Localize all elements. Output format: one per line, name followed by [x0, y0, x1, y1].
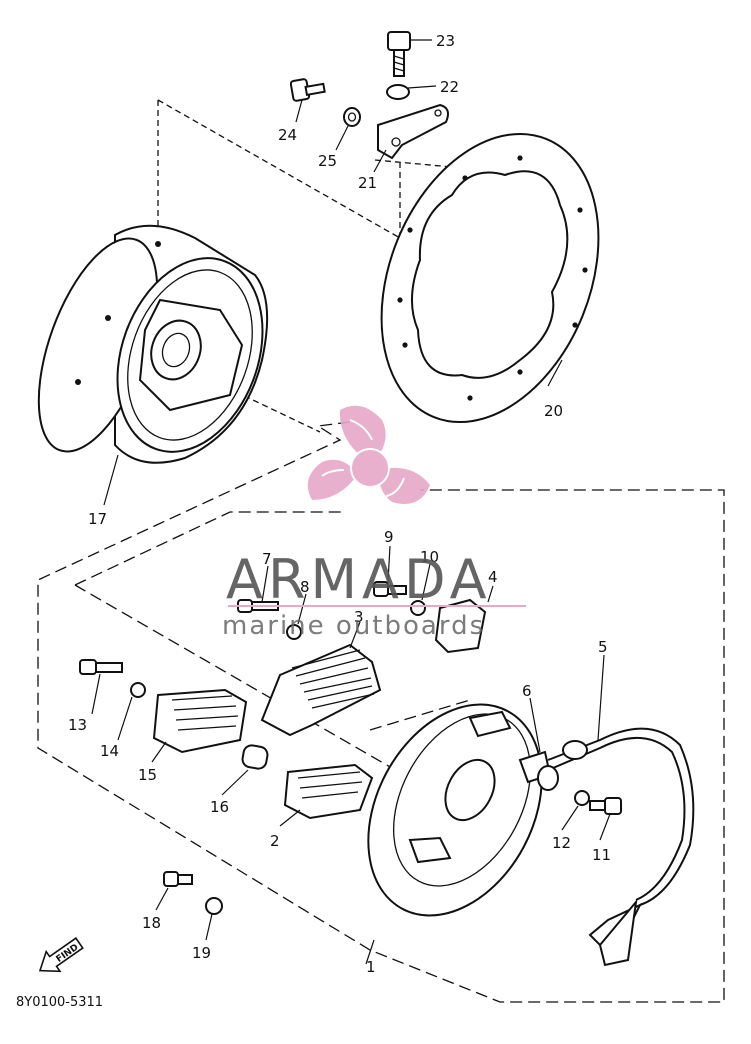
- rotor-ring-part-20: [380, 132, 600, 424]
- bracket-part-21: [377, 103, 449, 160]
- washer-part-12: [574, 790, 590, 806]
- flywheel-part-17: [37, 224, 269, 464]
- leader-lines: [91, 39, 611, 965]
- screw-part-11: [589, 797, 622, 815]
- coil-part-2: [283, 763, 374, 820]
- callout-13: 13: [68, 716, 87, 734]
- callout-16: 16: [210, 798, 229, 816]
- callout-21: 21: [358, 174, 377, 192]
- callout-14: 14: [100, 742, 119, 760]
- callout-17: 17: [88, 510, 107, 528]
- washer-part-19: [205, 897, 223, 915]
- grommet-part-6: [518, 750, 559, 791]
- nut-part-25: [343, 107, 361, 127]
- callout-12: 12: [552, 834, 571, 852]
- group-dashed-inner: [74, 511, 471, 791]
- bolt-part-23: [387, 31, 411, 77]
- wire-harness-part-5: [547, 727, 695, 967]
- washer-part-8: [286, 624, 302, 640]
- find-arrow-icon: FIND: [38, 937, 84, 973]
- callout-23: 23: [436, 32, 455, 50]
- watermark-brand: ARMADA: [226, 548, 492, 611]
- callout-2: 2: [270, 832, 280, 850]
- callout-15: 15: [138, 766, 157, 784]
- callout-22: 22: [440, 78, 459, 96]
- coil-part-15: [152, 688, 248, 754]
- callout-18: 18: [142, 914, 161, 932]
- pulser-part-4: [434, 598, 487, 654]
- callout-25: 25: [318, 152, 337, 170]
- callout-19: 19: [192, 944, 211, 962]
- spacer-part-16: [241, 744, 269, 770]
- washer-part-14: [130, 682, 146, 698]
- watermark-tagline: marine outboards: [222, 611, 485, 641]
- callout-6: 6: [522, 682, 532, 700]
- bolt-part-24: [289, 78, 326, 102]
- callout-24: 24: [278, 126, 297, 144]
- armada-propeller-logo-icon: [307, 405, 430, 504]
- flywheel-guide-lines: [157, 99, 486, 239]
- screw-part-9: [373, 581, 407, 597]
- callout-11: 11: [592, 846, 611, 864]
- washer-part-10: [410, 600, 426, 616]
- screw-part-18: [163, 871, 193, 887]
- callout-1: 1: [366, 958, 376, 976]
- screw-part-13: [79, 659, 123, 675]
- callout-5: 5: [598, 638, 608, 656]
- callout-8: 8: [300, 578, 310, 596]
- part-code: 8Y0100-5311: [16, 995, 103, 1010]
- assembly-dashed-boundary: [37, 421, 725, 1003]
- callout-3: 3: [354, 608, 364, 626]
- callout-4: 4: [488, 568, 498, 586]
- washer-part-22: [386, 84, 410, 100]
- stator-base-part-1: [367, 703, 543, 917]
- callout-10: 10: [420, 548, 439, 566]
- callout-9: 9: [384, 528, 394, 546]
- coil-part-3: [260, 643, 382, 737]
- callout-20: 20: [544, 402, 563, 420]
- callout-7: 7: [262, 550, 272, 568]
